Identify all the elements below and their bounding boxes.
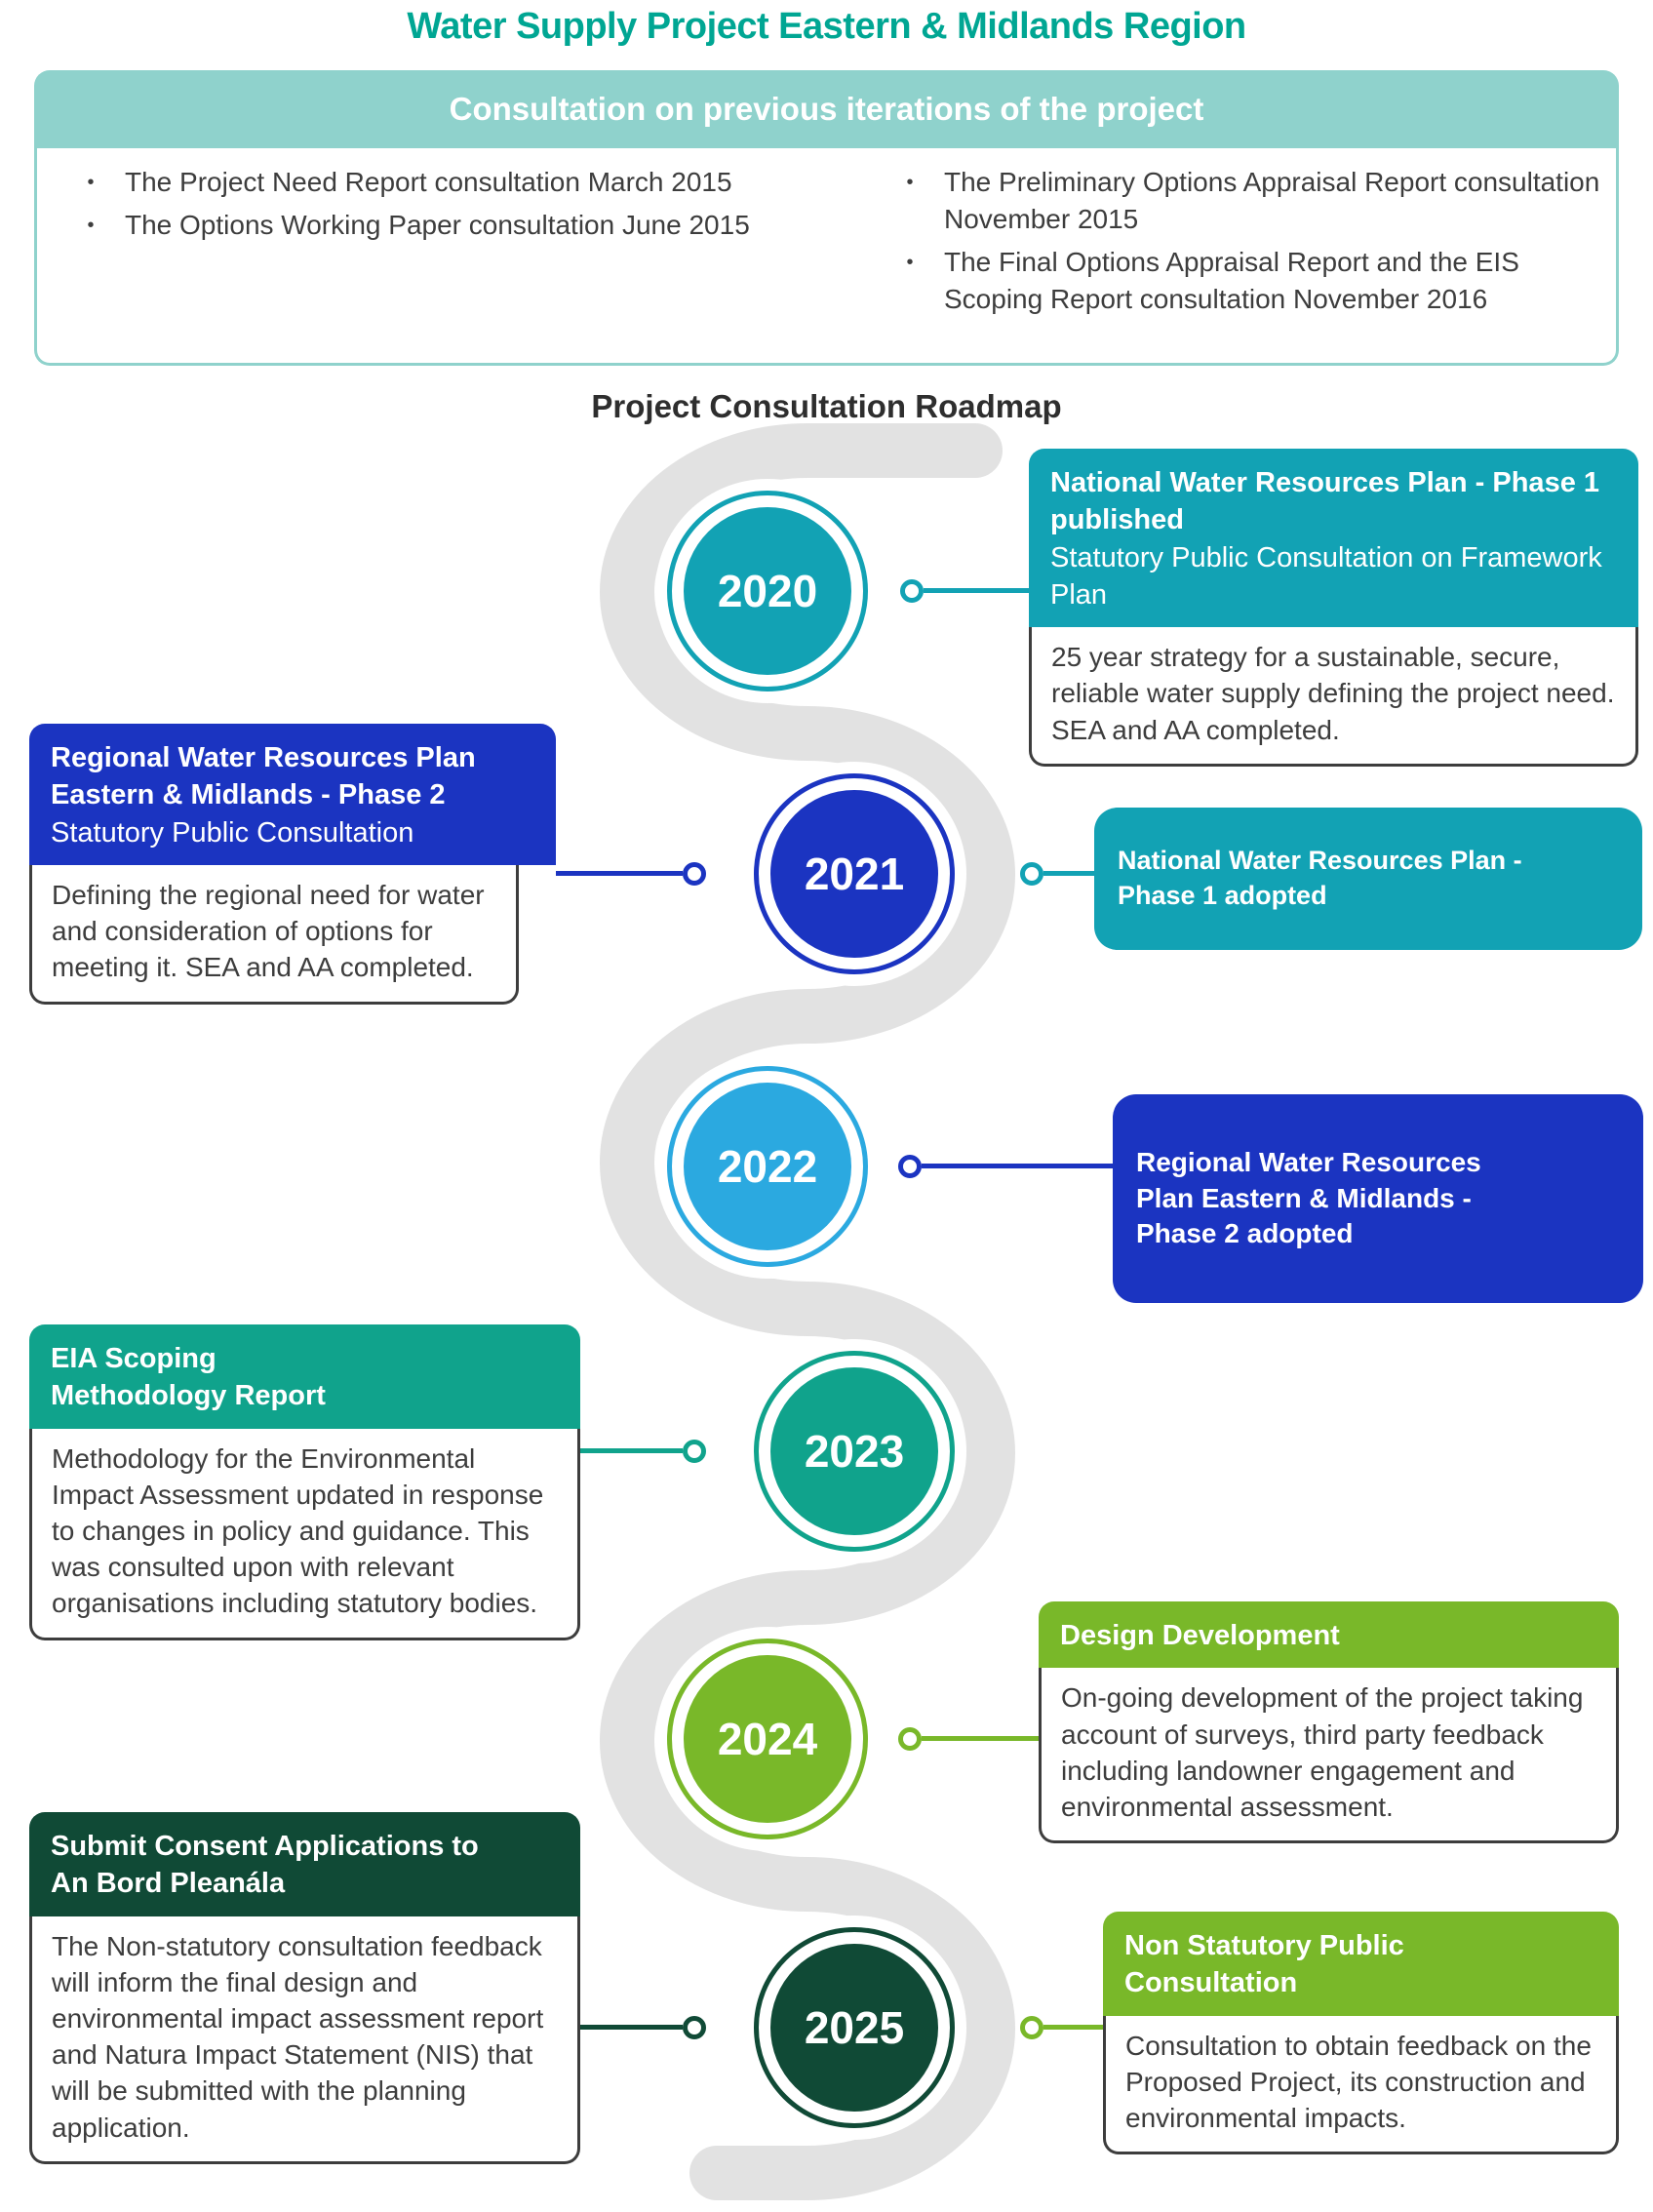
year-circle-2023: 2023 — [754, 1351, 955, 1552]
connector-dot-2023 — [683, 1440, 706, 1463]
connector-line-2022 — [922, 1164, 1113, 1168]
callout-header: National Water Resources Plan - Phase 1 … — [1029, 449, 1638, 628]
bullet-icon: • — [87, 172, 95, 193]
year-label-2023: 2023 — [770, 1367, 938, 1535]
bullet-text: The Preliminary Options Appraisal Report… — [944, 167, 1600, 234]
previous-consultations-header: Consultation on previous iterations of t… — [34, 70, 1619, 148]
connector-line-2020 — [924, 588, 1029, 593]
previous-consultations-body: • The Project Need Report consultation M… — [34, 148, 1619, 366]
year-circle-2020: 2020 — [667, 491, 868, 691]
callout-header: EIA Scoping Methodology Report — [29, 1324, 580, 1429]
bullet-text: The Project Need Report consultation Mar… — [125, 167, 732, 197]
connector-dot-2021-right — [1020, 862, 1043, 886]
year-label-2022: 2022 — [684, 1083, 851, 1250]
bullet-item: • The Project Need Report consultation M… — [57, 164, 778, 201]
callout-body: Consultation to obtain feedback on the P… — [1103, 2015, 1619, 2155]
callout-header: Non Statutory Public Consultation — [1103, 1912, 1619, 2016]
bullet-item: • The Options Working Paper consultation… — [57, 207, 778, 244]
bullet-item: • The Final Options Appraisal Report and… — [876, 244, 1617, 318]
previous-consultations-panel: Consultation on previous iterations of t… — [34, 70, 1619, 366]
bullet-text: The Options Working Paper consultation J… — [125, 210, 750, 240]
bullet-icon: • — [906, 172, 914, 193]
connector-dot-2022 — [898, 1155, 922, 1178]
bullet-icon: • — [87, 215, 95, 236]
connector-line-2025-left — [580, 2025, 683, 2030]
year-circle-2022: 2022 — [667, 1066, 868, 1267]
callout-body: The Non-statutory consultation feedback … — [29, 1916, 580, 2164]
bullet-column-left: • The Project Need Report consultation M… — [57, 164, 778, 250]
callout-2021-nwrp-phase1-adopted: National Water Resources Plan - Phase 1 … — [1094, 808, 1642, 950]
connector-line-2021-right — [1043, 871, 1094, 876]
roadmap-heading: Project Consultation Roadmap — [591, 388, 1062, 424]
callout-2021-rwrp-phase2-consultation: Regional Water Resources Plan Eastern & … — [29, 724, 556, 1005]
connector-line-2025-right — [1043, 2025, 1103, 2030]
connector-line-2023 — [580, 1448, 683, 1453]
bullet-column-right: • The Preliminary Options Appraisal Repo… — [876, 164, 1617, 324]
callout-title: Regional Water Resources Plan Eastern & … — [51, 742, 476, 811]
connector-dot-2025-right — [1020, 2016, 1043, 2039]
callout-title: National Water Resources Plan - Phase 1 … — [1118, 846, 1522, 910]
callout-header: Regional Water Resources Plan Eastern & … — [29, 724, 556, 865]
callout-body: Defining the regional need for water and… — [29, 864, 519, 1005]
callout-body: Methodology for the Environmental Impact… — [29, 1428, 580, 1640]
bullet-item: • The Preliminary Options Appraisal Repo… — [876, 164, 1617, 238]
callout-title: National Water Resources Plan - Phase 1 … — [1050, 467, 1600, 536]
bullet-icon: • — [906, 252, 914, 273]
connector-dot-2020 — [900, 579, 924, 603]
callout-2020-nwrp-phase1-published: National Water Resources Plan - Phase 1 … — [1029, 449, 1638, 767]
callout-title: Regional Water Resources Plan Eastern & … — [1136, 1146, 1481, 1249]
year-label-2025: 2025 — [770, 1944, 938, 2112]
callout-title: Submit Consent Applications to An Bord P… — [51, 1831, 479, 1900]
callout-header: Submit Consent Applications to An Bord P… — [29, 1812, 580, 1916]
connector-dot-2021-left — [683, 862, 706, 886]
callout-title: EIA Scoping Methodology Report — [51, 1343, 326, 1412]
callout-title: Non Statutory Public Consultation — [1124, 1930, 1404, 1999]
callout-subtitle: Statutory Public Consultation — [51, 816, 414, 849]
connector-dot-2024 — [898, 1727, 922, 1751]
callout-2024-design-development: Design Development On-going development … — [1039, 1601, 1619, 1844]
connector-line-2021-left — [556, 871, 683, 876]
connector-line-2024 — [922, 1736, 1039, 1741]
callout-2025-non-statutory-consultation: Non Statutory Public Consultation Consul… — [1103, 1912, 1619, 2155]
year-circle-2021: 2021 — [754, 773, 955, 974]
year-label-2024: 2024 — [684, 1655, 851, 1823]
callout-body: On-going development of the project taki… — [1039, 1668, 1619, 1844]
connector-dot-2025-left — [683, 2016, 706, 2039]
callout-2022-rwrp-phase2-adopted: Regional Water Resources Plan Eastern & … — [1113, 1094, 1643, 1303]
callout-body: 25 year strategy for a sustainable, secu… — [1029, 627, 1638, 767]
year-circle-2024: 2024 — [667, 1639, 868, 1839]
callout-subtitle: Statutory Public Consultation on Framewo… — [1050, 541, 1602, 611]
callout-2023-eia-scoping-methodology: EIA Scoping Methodology Report Methodolo… — [29, 1324, 580, 1640]
year-label-2021: 2021 — [770, 790, 938, 958]
page-title: Water Supply Project Eastern & Midlands … — [407, 6, 1246, 47]
year-circle-2025: 2025 — [754, 1927, 955, 2128]
year-label-2020: 2020 — [684, 507, 851, 675]
callout-2025-submit-consent-applications: Submit Consent Applications to An Bord P… — [29, 1812, 580, 2164]
callout-title: Design Development — [1060, 1620, 1340, 1651]
callout-header: Design Development — [1039, 1601, 1619, 1669]
bullet-text: The Final Options Appraisal Report and t… — [944, 247, 1519, 314]
